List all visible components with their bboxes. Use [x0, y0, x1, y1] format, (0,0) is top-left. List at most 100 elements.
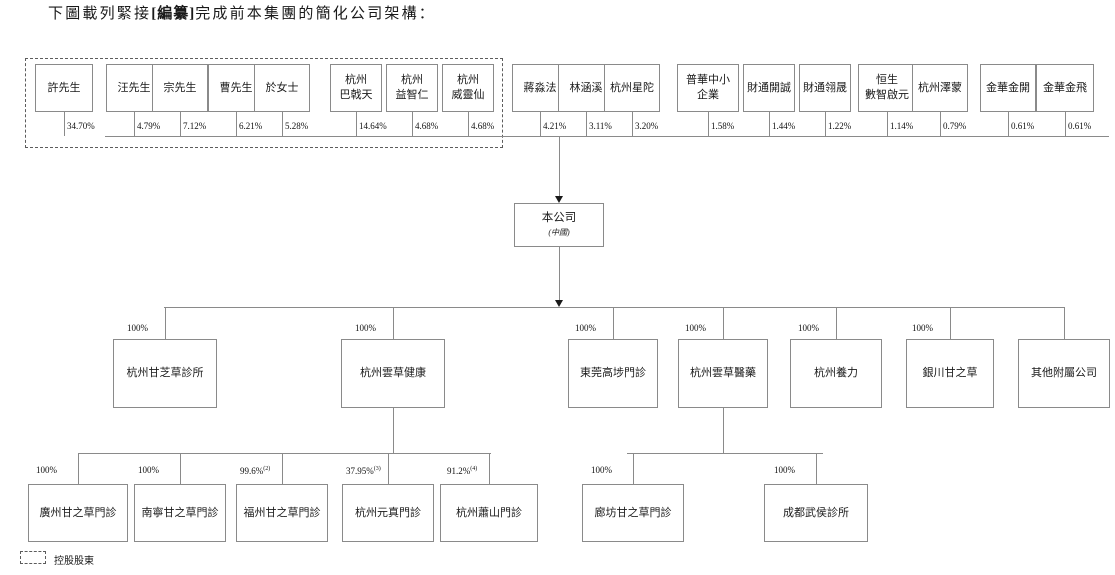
subsidiary-box: 杭州雲草醫藥: [678, 339, 768, 408]
entity-name-line: 杭州: [345, 74, 367, 87]
shareholder-box: 普華中小企業: [677, 64, 739, 112]
shareholder-percent-label: 1.14%: [890, 121, 914, 131]
shareholder-connector-line: [356, 112, 357, 136]
controlling-shareholders-group: [25, 58, 503, 148]
health-child-percent-label: 100%: [138, 465, 159, 475]
shareholder-percent-label: 6.21%: [239, 121, 263, 131]
company-trunk-line: [559, 136, 560, 198]
health-child-connector-line: [282, 453, 283, 484]
health-child-connector-line: [78, 453, 79, 484]
health-trunk-line: [393, 408, 394, 453]
legend-label: 控股股東: [54, 556, 94, 567]
shareholder-box: 杭州威靈仙: [442, 64, 494, 112]
shareholder-percent-label: 4.68%: [471, 121, 495, 131]
shareholder-percent-label: 3.20%: [635, 121, 659, 131]
health-child-connector-line: [388, 453, 389, 484]
entity-name-line: 杭州: [401, 74, 423, 87]
entity-name-line: 杭州澤蒙: [918, 81, 962, 94]
entity-name-line: 其他附屬公司: [1031, 367, 1097, 380]
shareholder-box: 財通開誠: [743, 64, 795, 112]
subsidiary-percent-label: 100%: [575, 323, 596, 333]
shareholder-percent-label: 3.11%: [589, 121, 612, 131]
legend-dashed-swatch: [20, 551, 46, 564]
subsidiary-box: 銀川甘之草: [906, 339, 994, 408]
subsidiary-trunk-arrow: [555, 300, 563, 307]
entity-name-line: 廊坊甘之草門診: [594, 506, 672, 519]
shareholder-connector-line: [540, 112, 541, 136]
shareholder-percent-label: 0.61%: [1011, 121, 1035, 131]
entity-name-line: 金華金開: [986, 81, 1030, 94]
shareholder-connector-line: [236, 112, 237, 136]
health-bus-line: [78, 453, 491, 454]
pharma-child-percent-label: 100%: [591, 465, 612, 475]
shareholder-percent-label: 1.22%: [828, 121, 852, 131]
subsidiary-connector-line: [165, 307, 166, 339]
subsidiary-connector-line: [1064, 307, 1065, 339]
entity-name-line: 杭州雲草健康: [360, 367, 426, 380]
entity-name-line: 福州甘之草門診: [243, 506, 321, 519]
shareholder-percent-label: 0.79%: [943, 121, 967, 131]
company-name: 本公司: [541, 212, 577, 225]
entity-name-line: 杭州甘芝草診所: [126, 367, 204, 380]
entity-name-line: 銀川甘之草: [922, 367, 978, 380]
entity-name-line: 成都武侯診所: [783, 506, 849, 519]
shareholder-box: 杭州巴戟天: [330, 64, 382, 112]
subsidiary-box: 東莞高埗門診: [568, 339, 658, 408]
subsidiary-connector-line: [613, 307, 614, 339]
shareholder-connector-line: [887, 112, 888, 136]
entity-name-line: 宗先生: [163, 81, 197, 94]
shareholder-connector-line: [412, 112, 413, 136]
entity-name-line: 杭州: [457, 74, 479, 87]
shareholder-connector-line: [180, 112, 181, 136]
company-trunk-arrow: [555, 196, 563, 203]
shareholder-connector-line: [468, 112, 469, 136]
entity-name-line: 普華中小: [686, 74, 730, 87]
pharma-child-box: 成都武侯診所: [764, 484, 868, 542]
health-child-percent-label: 91.2%(4): [447, 466, 478, 476]
shareholder-percent-label: 4.68%: [415, 121, 439, 131]
subsidiary-percent-label: 100%: [127, 323, 148, 333]
entity-name-line: 企業: [697, 89, 719, 101]
pharma-child-box: 廊坊甘之草門診: [582, 484, 684, 542]
shareholder-box: 財通翎晟: [799, 64, 851, 112]
subsidiary-percent-label: 100%: [685, 323, 706, 333]
subsidiary-box: 杭州雲草健康: [341, 339, 445, 408]
subsidiary-bus-line: [164, 307, 1064, 308]
subsidiary-trunk-line: [559, 247, 560, 300]
shareholder-box: 金華金開: [980, 64, 1036, 112]
entity-name-line: 東莞高埗門診: [580, 367, 646, 380]
shareholder-connector-line: [825, 112, 826, 136]
subsidiary-connector-line: [836, 307, 837, 339]
shareholder-connector-line: [632, 112, 633, 136]
shareholder-connector-line: [586, 112, 587, 136]
entity-name-line: 林涵溪: [569, 81, 603, 94]
pharma-child-connector-line: [633, 453, 634, 484]
entity-name-line: 汪先生: [117, 81, 151, 94]
entity-name-line: 杭州雲草醫藥: [690, 367, 756, 380]
shareholder-box: 杭州星陀: [604, 64, 660, 112]
health-child-box: 南寧甘之草門診: [134, 484, 226, 542]
shareholder-connector-line: [134, 112, 135, 136]
health-child-connector-line: [489, 453, 490, 484]
shareholder-percent-label: 4.21%: [543, 121, 567, 131]
shareholder-connector-line: [1008, 112, 1009, 136]
subsidiary-percent-label: 100%: [912, 323, 933, 333]
shareholder-connector-line: [64, 112, 65, 136]
shareholder-bus-line: [105, 136, 1109, 137]
shareholder-box: 恒生數智啟元: [858, 64, 916, 112]
shareholder-connector-line: [769, 112, 770, 136]
pharma-bus-line: [627, 453, 823, 454]
entity-name-line: 恒生: [876, 74, 898, 87]
entity-name-line: 許先生: [47, 81, 81, 94]
subsidiary-connector-line: [393, 307, 394, 339]
caption-suffix: 完成前本集團的簡化公司架構：: [195, 6, 437, 22]
entity-name-line: 於女士: [265, 81, 299, 94]
pharma-child-percent-label: 100%: [774, 465, 795, 475]
caption-prefix: 下圖載列緊接: [48, 6, 152, 22]
entity-name-line: 益智仁: [395, 89, 429, 101]
shareholder-connector-line: [708, 112, 709, 136]
shareholder-percent-label: 5.28%: [285, 121, 309, 131]
subsidiary-box: 杭州養力: [790, 339, 882, 408]
health-child-box: 福州甘之草門診: [236, 484, 328, 542]
